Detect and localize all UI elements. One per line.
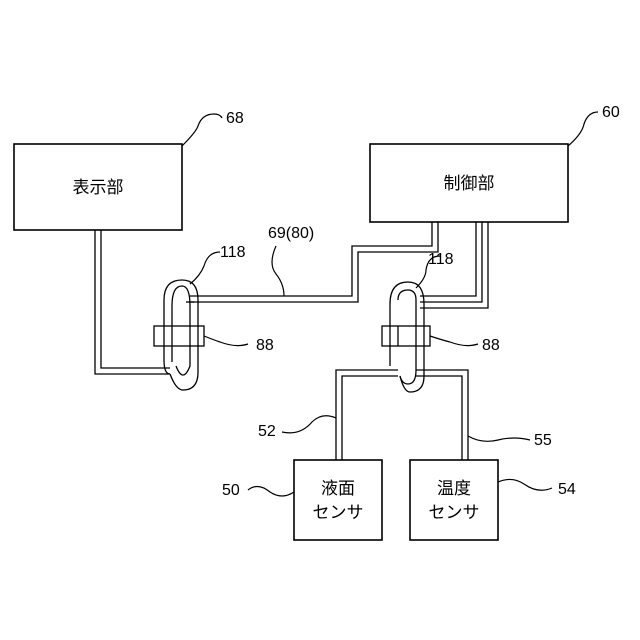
ref-68: 68: [182, 110, 244, 146]
ref-118-left: 118: [190, 244, 246, 284]
level-sensor-wire: [336, 370, 398, 460]
ref-54-label: 54: [558, 481, 576, 498]
level-sensor: 液面 センサ: [294, 460, 382, 540]
ref-50-label: 50: [222, 482, 240, 499]
ref-88-right-label: 88: [482, 337, 500, 354]
ref-55: 55: [468, 432, 552, 449]
temperature-sensor-box: [410, 460, 498, 540]
control-unit: 制御部: [370, 144, 568, 222]
temperature-sensor: 温度 センサ: [410, 460, 498, 540]
level-sensor-label-2: センサ: [313, 503, 364, 523]
ref-69-80: 69(80): [268, 225, 314, 296]
right-clamp: [382, 326, 430, 346]
left-clamp: [154, 326, 204, 346]
ref-88-left-label: 88: [256, 337, 274, 354]
ref-69-80-label: 69(80): [268, 225, 314, 242]
ref-88-left: 88: [204, 336, 274, 354]
ref-50: 50: [222, 482, 294, 499]
display-wire: [95, 230, 170, 374]
ref-60-label: 60: [602, 104, 620, 121]
ref-68-label: 68: [226, 110, 244, 127]
temperature-sensor-label-1: 温度: [437, 479, 471, 499]
ref-52: 52: [258, 416, 336, 440]
ref-88-right: 88: [430, 336, 500, 354]
ref-54: 54: [498, 479, 576, 498]
level-sensor-box: [294, 460, 382, 540]
ref-118-right-label: 118: [428, 251, 454, 268]
display-unit-label: 表示部: [73, 178, 124, 198]
ref-52-label: 52: [258, 423, 276, 440]
level-sensor-label-1: 液面: [321, 479, 355, 499]
display-unit: 表示部: [14, 144, 182, 230]
ref-60: 60: [568, 104, 620, 146]
temperature-sensor-label-2: センサ: [429, 503, 480, 523]
control-unit-label: 制御部: [444, 174, 495, 194]
temperature-sensor-wire: [416, 370, 468, 460]
ref-118-left-label: 118: [220, 244, 246, 261]
ref-118-right: 118: [416, 251, 454, 288]
ref-55-label: 55: [534, 432, 552, 449]
